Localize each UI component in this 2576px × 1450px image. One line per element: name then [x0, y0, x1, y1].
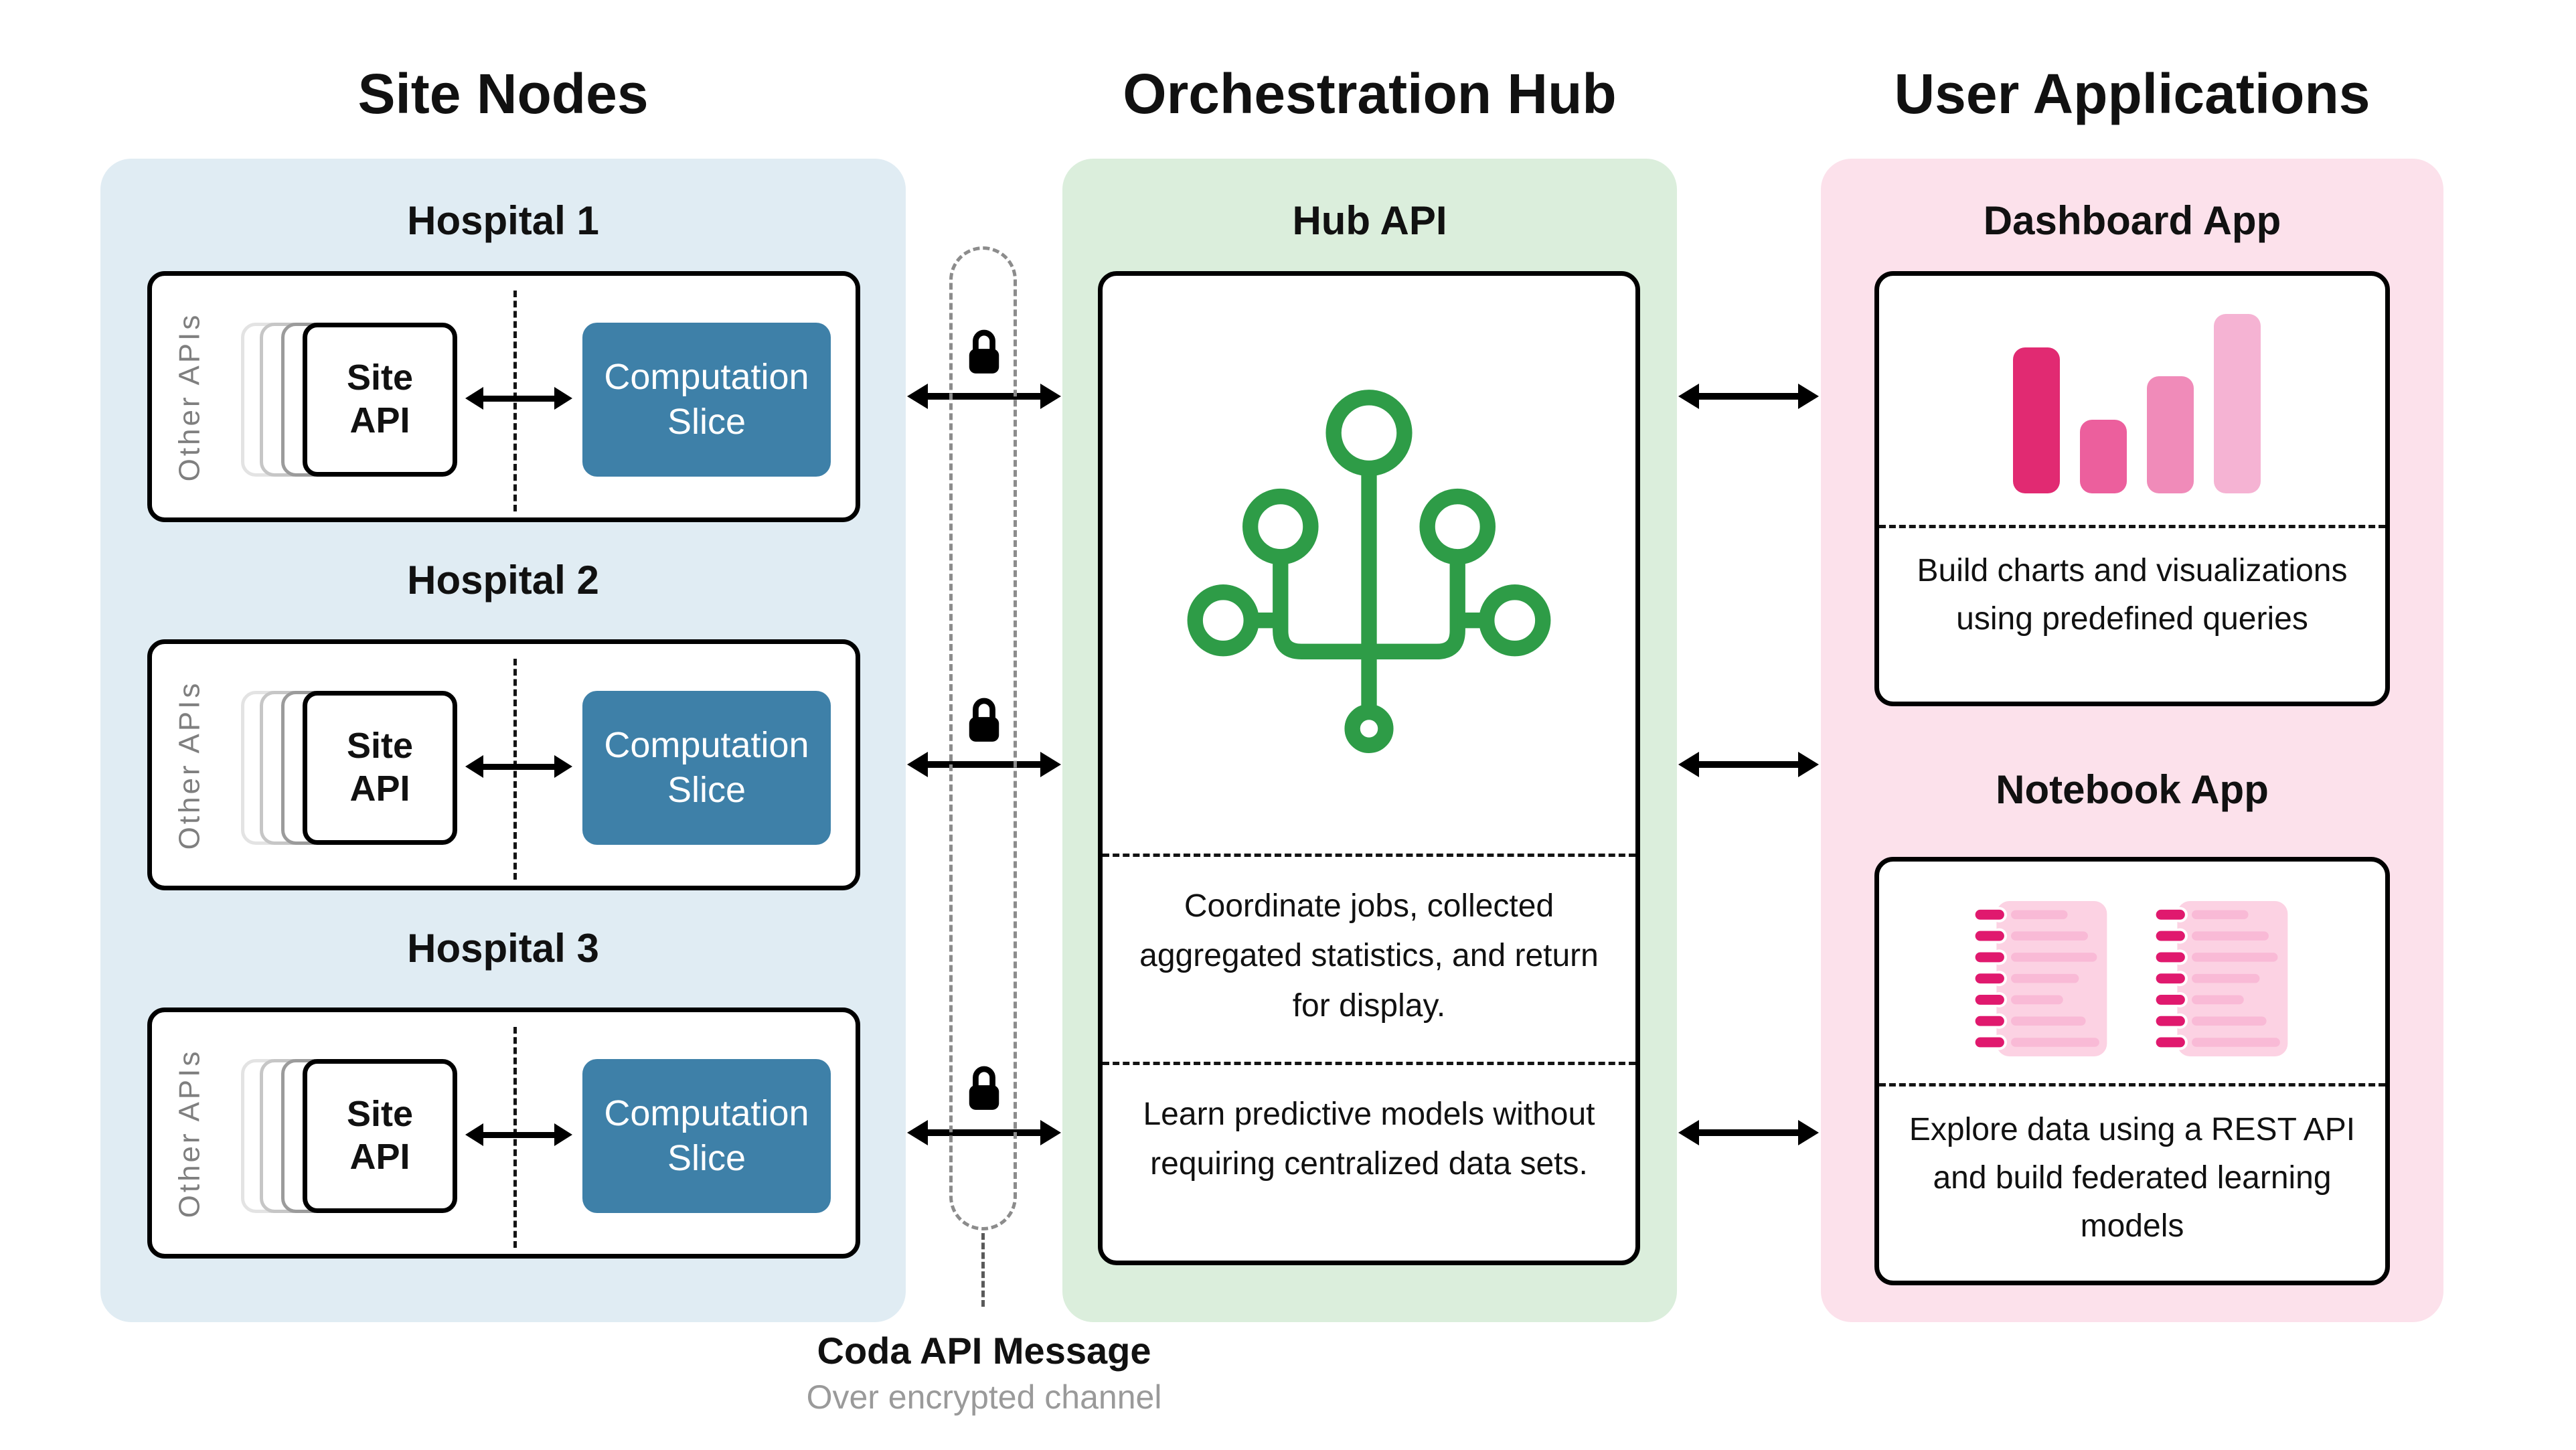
- hub-api-title: Hub API: [1292, 198, 1447, 243]
- hospital-3-title: Hospital 3: [407, 926, 599, 971]
- computation-slice: Computation Slice: [582, 1059, 831, 1213]
- hub-coordinate-text: Coordinate jobs, collected aggregated st…: [1139, 888, 1599, 1024]
- channel-sublabel: Over encrypted channel: [806, 1378, 1162, 1416]
- bar-chart-bar: [2147, 376, 2194, 493]
- dashboard-description: Build charts and visualizations using pr…: [1917, 553, 2348, 637]
- bidirectional-arrow-icon: [1678, 751, 1819, 778]
- column-title-orchestration-hub: Orchestration Hub: [1123, 62, 1617, 125]
- lock-icon: [969, 1066, 999, 1110]
- lock-icon: [969, 698, 999, 742]
- notebook-app-title: Notebook App: [1996, 767, 2269, 812]
- computation-slice: Computation Slice: [582, 691, 831, 845]
- hub-network-icon: [1187, 390, 1551, 753]
- other-apis-label: Other APIs: [173, 312, 206, 481]
- hospital-2-title: Hospital 2: [407, 558, 599, 602]
- column-title-site-nodes: Site Nodes: [357, 62, 649, 125]
- hospital-3-box: Other APIs Site API Computation Slice: [147, 1008, 860, 1259]
- bidirectional-arrow-icon: [907, 751, 1061, 778]
- dashboard-dashed-divider: [1879, 525, 2385, 528]
- site-api-card: Site API: [303, 323, 457, 477]
- channel-label: Coda API Message: [817, 1330, 1151, 1372]
- column-title-user-applications: User Applications: [1894, 62, 2370, 125]
- hospital-1-box: Other APIs Site API Computation Slice: [147, 271, 860, 522]
- site-api-card: Site API: [303, 1059, 457, 1213]
- dashboard-app-box: Build charts and visualizations using pr…: [1874, 271, 2390, 706]
- notebook-dashed-divider: [1879, 1083, 2385, 1086]
- computation-slice: Computation Slice: [582, 323, 831, 477]
- dashboard-app-title: Dashboard App: [1983, 198, 2281, 243]
- bidirectional-arrow-icon: [1678, 1119, 1819, 1146]
- bidirectional-arrow-icon: [907, 1119, 1061, 1146]
- bar-chart-bar: [2013, 347, 2060, 493]
- site-api-card: Site API: [303, 691, 457, 845]
- bar-chart-bar: [2080, 420, 2127, 493]
- other-apis-label: Other APIs: [173, 1048, 206, 1218]
- other-apis-label: Other APIs: [173, 680, 206, 850]
- bidirectional-arrow-icon: [907, 383, 1061, 410]
- lock-icon: [969, 329, 999, 374]
- notebook-description: Explore data using a REST API and build …: [1909, 1112, 2356, 1244]
- bidirectional-arrow-icon: [465, 385, 572, 412]
- hub-learn-text: Learn predictive models without requirin…: [1143, 1097, 1595, 1182]
- hub-api-box: Coordinate jobs, collected aggregated st…: [1098, 271, 1640, 1265]
- bidirectional-arrow-icon: [1678, 383, 1819, 410]
- hospital-2-box: Other APIs Site API Computation Slice: [147, 639, 860, 890]
- notebook-app-box: Explore data using a REST API and build …: [1874, 857, 2390, 1285]
- bidirectional-arrow-icon: [465, 753, 572, 780]
- channel-connector-line: [981, 1233, 985, 1307]
- notebook-icon: [1975, 901, 2107, 1056]
- hub-dashed-divider: [1103, 1062, 1635, 1065]
- encrypted-channel-outline: [949, 246, 1017, 1230]
- bar-chart-bar: [2214, 314, 2261, 493]
- hub-dashed-divider: [1103, 854, 1635, 857]
- bidirectional-arrow-icon: [465, 1121, 572, 1148]
- hospital-1-title: Hospital 1: [407, 198, 599, 243]
- notebook-icon: [2156, 901, 2288, 1056]
